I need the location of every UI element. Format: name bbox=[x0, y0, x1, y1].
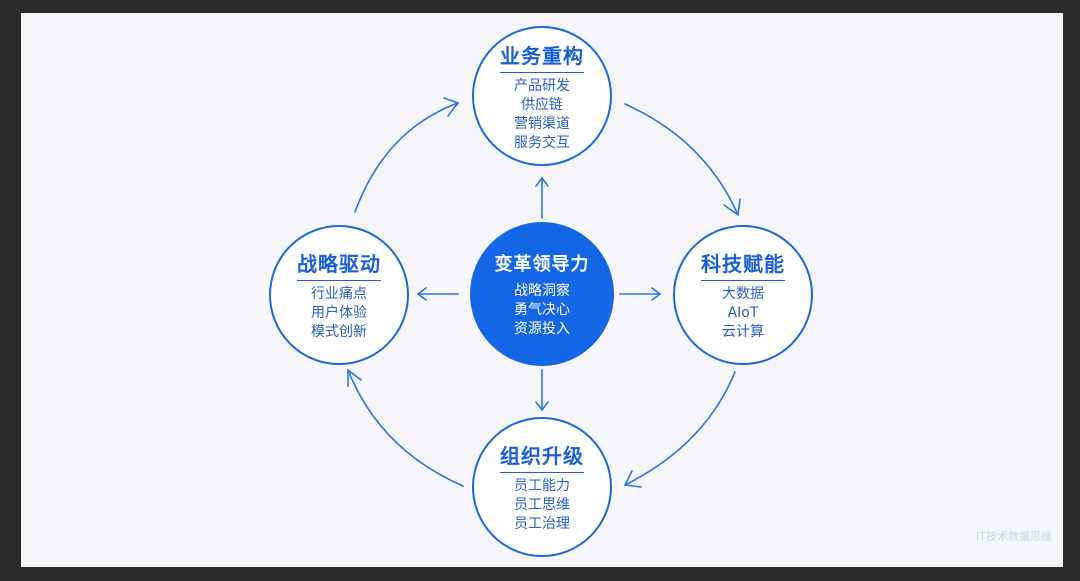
node-transformation-leadership: 变革领导力 战略洞察 勇气决心 资源投入 bbox=[470, 222, 614, 366]
center-item: 勇气决心 bbox=[514, 301, 570, 318]
center-item: 资源投入 bbox=[514, 320, 570, 337]
arc-right-to-bottom bbox=[624, 371, 736, 486]
node-item: 员工能力 bbox=[514, 478, 570, 494]
node-item: 员工思维 bbox=[514, 497, 570, 513]
arrowhead-center-left bbox=[417, 287, 427, 301]
arc-head-top-right bbox=[723, 198, 741, 216]
arc-left-to-top bbox=[354, 102, 459, 213]
watermark-text: IT技术数据思维 bbox=[976, 530, 1052, 543]
arc-head-left-top bbox=[443, 97, 459, 117]
center-title: 变革领导力 bbox=[494, 253, 590, 275]
node-title: 科技赋能 bbox=[701, 248, 785, 281]
node-item: 供应链 bbox=[521, 96, 563, 113]
center-item: 战略洞察 bbox=[514, 282, 570, 299]
node-item: AIoT bbox=[727, 305, 759, 321]
node-business-restructure: 业务重构 产品研发 供应链 营销渠道 服务交互 bbox=[472, 26, 612, 166]
node-item: 行业痛点 bbox=[311, 286, 367, 302]
node-item: 模式创新 bbox=[311, 324, 367, 340]
arrowhead-center-right bbox=[651, 287, 661, 301]
node-title: 业务重构 bbox=[500, 40, 584, 73]
node-item: 用户体验 bbox=[311, 305, 367, 321]
arc-top-to-right bbox=[624, 103, 739, 216]
node-title: 组织升级 bbox=[500, 440, 584, 473]
node-strategy-driven: 战略驱动 行业痛点 用户体验 模式创新 bbox=[269, 225, 409, 365]
arc-head-right-bottom bbox=[624, 470, 642, 488]
node-item: 服务交互 bbox=[514, 134, 570, 151]
node-item: 员工治理 bbox=[514, 516, 570, 532]
arc-head-bottom-left bbox=[347, 369, 362, 387]
arrowhead-center-bottom bbox=[535, 401, 549, 411]
node-item: 营销渠道 bbox=[514, 115, 570, 132]
node-item: 云计算 bbox=[722, 324, 764, 340]
node-item: 产品研发 bbox=[514, 77, 570, 94]
node-tech-empowerment: 科技赋能 大数据 AIoT 云计算 bbox=[673, 225, 813, 365]
node-org-upgrade: 组织升级 员工能力 员工思维 员工治理 bbox=[472, 417, 612, 557]
arc-bottom-to-left bbox=[347, 369, 464, 487]
node-item: 大数据 bbox=[722, 286, 764, 302]
node-title: 战略驱动 bbox=[297, 248, 381, 281]
arrowhead-center-top bbox=[535, 177, 549, 187]
